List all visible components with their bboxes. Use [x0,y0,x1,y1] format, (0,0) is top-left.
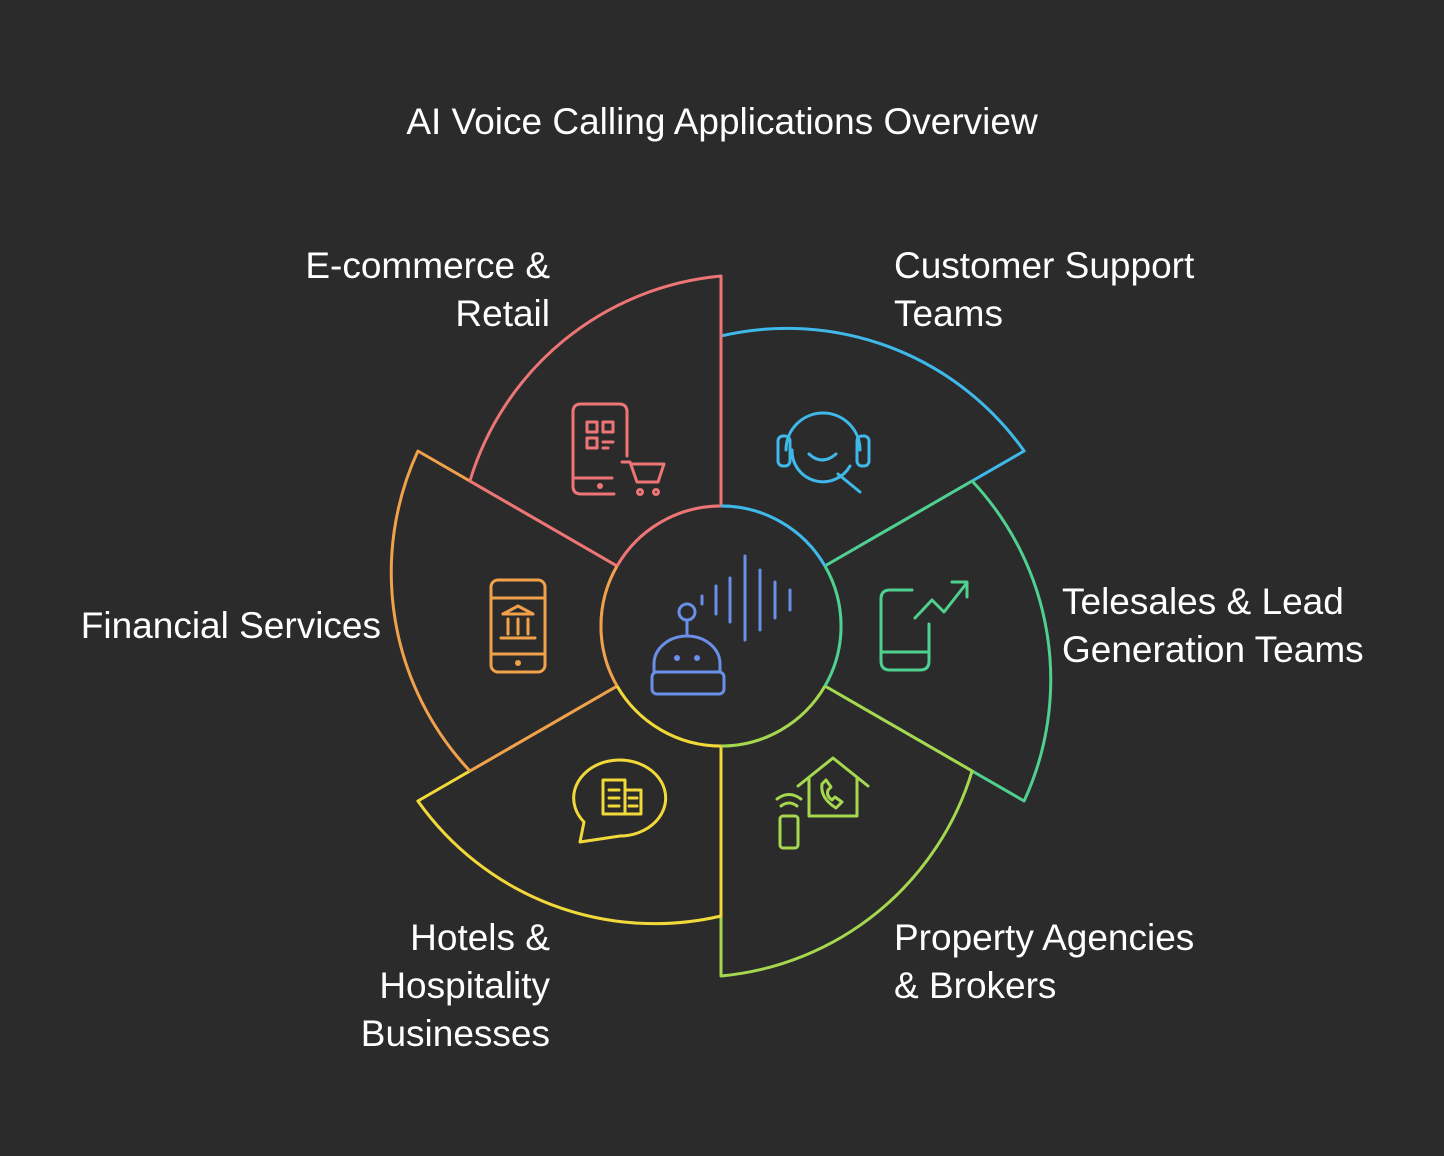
headset-agent-icon [776,411,871,494]
mobile-qr-cart-icon [571,402,666,496]
label-property: Property Agencies& Brokers [894,917,1195,1006]
hub-arc-ecommerce [615,504,722,567]
center-hub [601,506,841,746]
sound-wave-icon [700,554,792,642]
robot-icon [650,602,726,696]
hub-arc-telesales [823,565,843,687]
house-call-icon [775,756,870,850]
label-financial: Financial Services [80,605,381,646]
hub-arc-property [720,685,827,748]
hub-arc-customer-support [720,504,827,567]
mobile-bank-icon [489,578,547,674]
phone-growth-icon [879,580,969,672]
hub-arc-hotels [615,685,722,748]
hotel-chat-icon [572,758,668,844]
hub-arc-financial [599,565,619,687]
diagram-title: AI Voice Calling Applications Overview [406,101,1038,142]
label-ecommerce: E-commerce &Retail [305,245,550,334]
